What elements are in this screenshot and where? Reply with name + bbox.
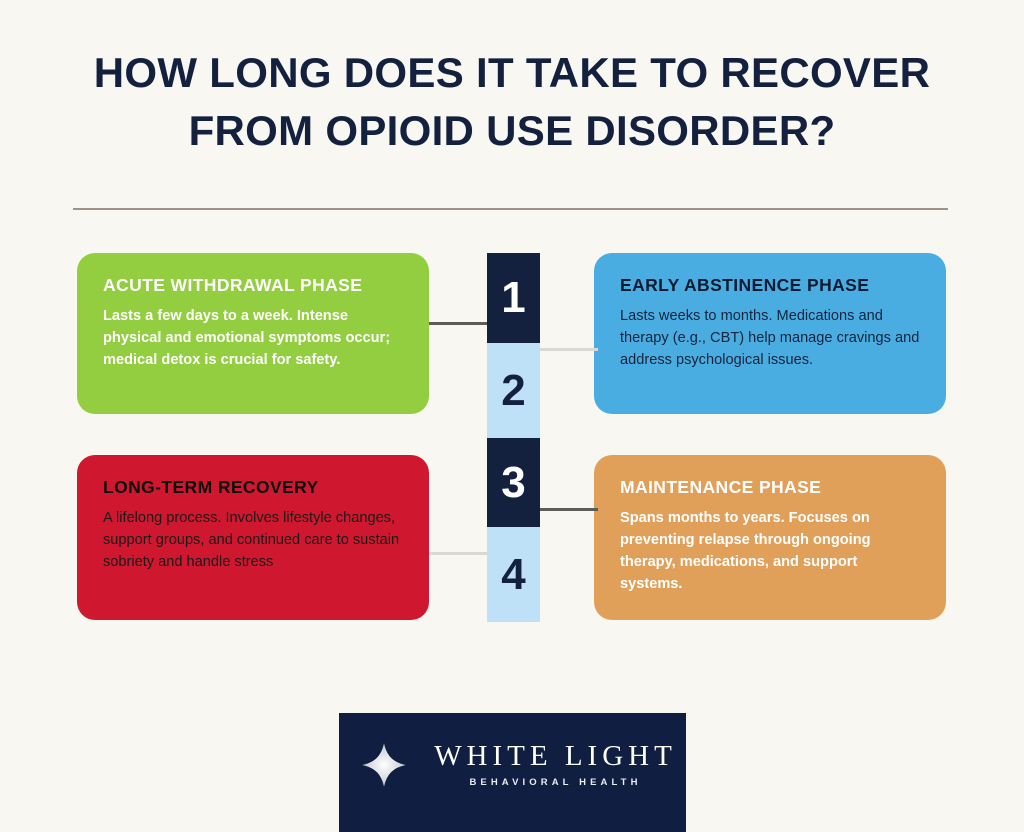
- step-card-title: EARLY ABSTINENCE PHASE: [620, 275, 870, 295]
- brand-logo-text: WHITE LIGHT BEHAVIORAL HEALTH: [434, 739, 677, 789]
- connector-line-step-1: [429, 322, 491, 325]
- step-card-title: LONG-TERM RECOVERY: [103, 477, 319, 497]
- step-card-body: A lifelong process. Involves lifestyle c…: [103, 510, 400, 570]
- step-card-title: ACUTE WITHDRAWAL PHASE: [103, 275, 363, 295]
- connector-line-step-4: [429, 552, 491, 555]
- step-card-title: MAINTENANCE PHASE: [620, 477, 822, 497]
- connector-line-step-2: [536, 348, 598, 351]
- starburst-star-icon: [351, 731, 418, 798]
- step-card-long-term-recovery: LONG-TERM RECOVERY A lifelong process. I…: [77, 455, 429, 620]
- step-card-maintenance-phase: MAINTENANCE PHASE Spans months to years.…: [594, 455, 946, 620]
- step-card-body: Lasts a few days to a week. Intense phys…: [103, 308, 391, 368]
- step-card-body: Lasts weeks to months. Medications and t…: [620, 308, 920, 368]
- step-card-acute-withdrawal-phase: ACUTE WITHDRAWAL PHASE Lasts a few days …: [77, 253, 429, 414]
- page-title-line-2: FROM OPIOID USE DISORDER?: [188, 107, 836, 154]
- step-number-block-1: 1: [487, 253, 540, 343]
- step-number-block-4: 4: [487, 527, 540, 622]
- brand-name: WHITE LIGHT: [434, 739, 677, 772]
- brand-tagline: BEHAVIORAL HEALTH: [469, 777, 642, 789]
- page-title-line-1: HOW LONG DOES IT TAKE TO RECOVER: [93, 49, 931, 96]
- step-card-early-abstinence-phase: EARLY ABSTINENCE PHASE Lasts weeks to mo…: [594, 253, 946, 414]
- step-number-block-2: 2: [487, 343, 540, 438]
- brand-logo-panel: WHITE LIGHT BEHAVIORAL HEALTH: [339, 713, 686, 832]
- header-divider: [73, 208, 948, 210]
- step-number-block-3: 3: [487, 438, 540, 527]
- page-title: HOW LONG DOES IT TAKE TO RECOVER FROM OP…: [60, 44, 964, 160]
- connector-line-step-3: [536, 508, 598, 511]
- step-card-body: Spans months to years. Focuses on preven…: [620, 510, 871, 592]
- step-number-column: 1 2 3 4: [487, 253, 540, 622]
